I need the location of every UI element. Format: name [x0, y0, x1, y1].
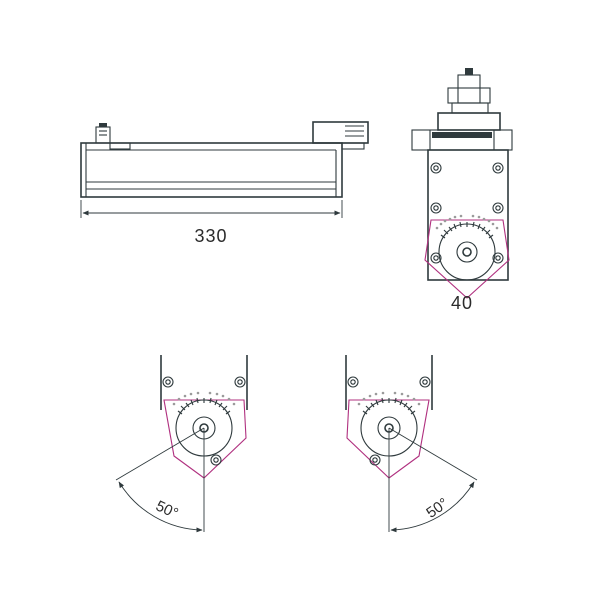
length-label: 330: [194, 226, 227, 246]
side-adapter-box: [312, 121, 369, 150]
width-label: 40: [451, 293, 473, 313]
length-dimension: [80, 200, 343, 218]
side-body: [80, 142, 343, 198]
side-view: 330: [80, 121, 369, 246]
front-body: [424, 149, 510, 299]
right-angle-label: 50°: [423, 495, 451, 522]
front-adapter: [411, 68, 513, 151]
side-connector: [95, 123, 131, 150]
right-tilt-view: 50°: [345, 355, 478, 533]
left-tilt-view: 50°: [115, 355, 248, 533]
left-angle-indicator: 50°: [115, 427, 205, 533]
right-angle-indicator: 50°: [388, 427, 478, 533]
front-view: 40: [411, 68, 513, 313]
